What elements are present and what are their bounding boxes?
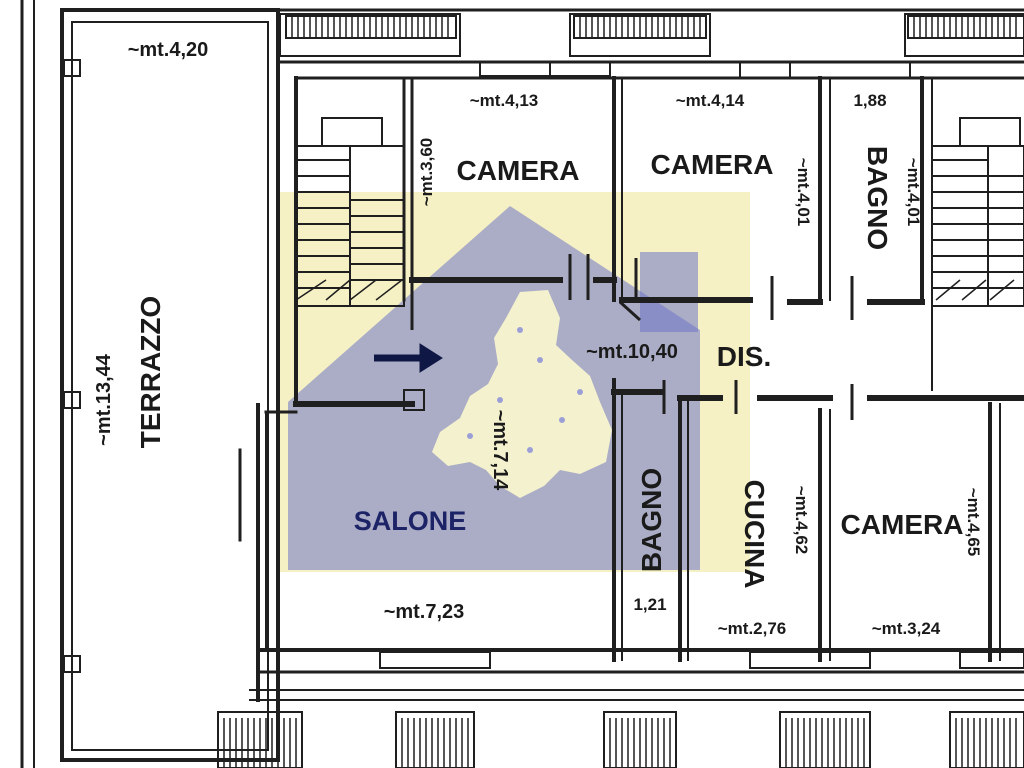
dimension-camera-3-depth: ~mt.4,65 [964,488,983,557]
watermark-chimney [640,252,698,332]
dimension-bagno-1-width: 1,88 [853,91,886,110]
room-label-dis: DIS. [717,341,771,372]
terrace-outline [60,8,280,762]
room-label-cucina: CUCINA [739,480,770,589]
room-label-camera-3: CAMERA [841,509,964,540]
room-label-salone: SALONE [354,506,467,536]
dimension-camera-2-width: ~mt.4,14 [676,91,745,110]
dimension-salone-width: ~mt.7,23 [384,601,465,623]
door-marks [410,254,854,420]
balcony-railings [217,15,1024,768]
room-label-camera-1: CAMERA [457,155,580,186]
dimension-camera-3-width: ~mt.3,24 [872,619,941,638]
dimension-camera-2-depth: ~mt.4,01 [794,158,813,227]
dimension-bagno-1-depth: ~mt.4,01 [904,158,923,227]
dimension-corridor-length: ~mt.10,40 [586,341,678,363]
watermark-logo [278,192,750,572]
watermark-region-map [432,290,612,498]
dimension-cucina-depth: ~mt.4,62 [792,486,811,555]
room-label-terrazzo: TERRAZZO [135,296,166,448]
walls [20,0,1024,768]
room-label-camera-2: CAMERA [651,149,774,180]
dimension-stair-depth: ~mt.3,60 [417,138,436,207]
dimension-camera-1-width: ~mt.4,13 [470,91,539,110]
dimension-terrazzo-width: ~mt.4,20 [128,39,209,61]
dimension-terrazzo-length: ~mt.13,44 [93,353,115,446]
room-label-bagno-1: BAGNO [862,146,893,250]
arrow-icon [374,343,443,373]
room-label-bagno-2: BAGNO [636,468,667,572]
dimension-bagno-2-width: 1,21 [633,595,666,614]
dimension-cucina-width: ~mt.2,76 [718,619,787,638]
dimension-salone-depth: ~mt.7,14 [489,410,511,491]
staircase-left [295,117,405,307]
watermark-map-dots [467,327,583,453]
staircase-right [931,117,1024,307]
